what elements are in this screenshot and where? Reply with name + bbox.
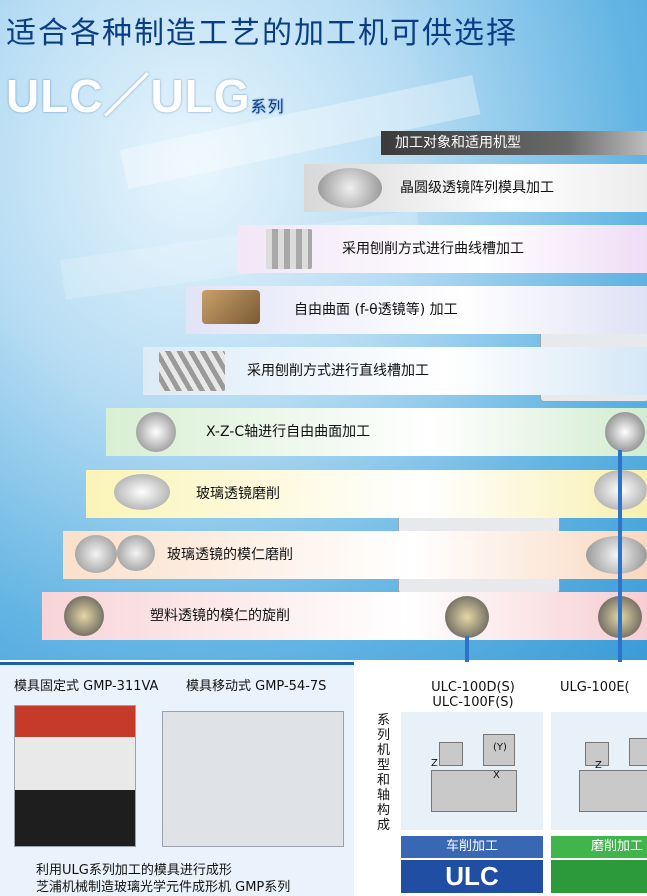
curved-groove-icon bbox=[266, 229, 312, 269]
process-label: 玻璃透镜磨削 bbox=[196, 486, 280, 502]
connector-line bbox=[618, 450, 622, 676]
model-ulc-100f: ULC-100F(S) bbox=[432, 695, 514, 710]
process-label: 晶圆级透镜阵列模具加工 bbox=[400, 180, 554, 196]
series-suffix: 系列 bbox=[250, 99, 285, 116]
ulc-series-tag: ULC bbox=[401, 860, 543, 893]
ulg-axis-diagram: Z bbox=[551, 712, 647, 830]
ulg-series-tag bbox=[551, 860, 647, 893]
gmp-section: 模具固定式 GMP-311VA 模具移动式 GMP-54-7S 利用ULG系列加… bbox=[0, 662, 354, 896]
machine-base bbox=[579, 770, 647, 812]
wafer-lens-icon bbox=[318, 168, 382, 208]
process-label: 自由曲面 (f-θ透镜等) 加工 bbox=[294, 302, 458, 318]
machine-base bbox=[431, 770, 517, 812]
lens-core-icon bbox=[75, 535, 117, 573]
process-row: 采用刨削方式进行直线槽加工 bbox=[143, 347, 647, 395]
grinding-tag: 磨削加工 bbox=[551, 836, 647, 858]
gmp-caption-1: 利用ULG系列加工的模具进行成形 bbox=[36, 863, 232, 878]
gmp-caption-2: 芝浦机械制造玻璃光学元件成形机 GMP系列 bbox=[36, 880, 291, 895]
process-row: 采用刨削方式进行曲线槽加工 bbox=[238, 225, 647, 273]
ulg-lens-icon bbox=[586, 536, 647, 574]
connector-line bbox=[465, 636, 469, 676]
axis-y-label: (Y) bbox=[493, 742, 507, 753]
gmp-moving-label: 模具移动式 GMP-54-7S bbox=[186, 679, 327, 694]
linear-groove-icon bbox=[159, 351, 225, 391]
process-row: 玻璃透镜磨削 bbox=[86, 470, 647, 518]
process-row: 玻璃透镜的模仁磨削 bbox=[63, 531, 647, 579]
process-label: 玻璃透镜的模仁磨削 bbox=[167, 547, 293, 563]
series-title: ULC／ULG系列 bbox=[6, 60, 285, 126]
process-label: 采用刨削方式进行曲线槽加工 bbox=[342, 241, 524, 257]
glass-lens-icon bbox=[114, 474, 170, 510]
gmp-311va-image bbox=[14, 705, 136, 847]
axis-z-label: Z bbox=[595, 760, 602, 771]
wheel-head bbox=[629, 738, 647, 766]
turning-tag: 车削加工 bbox=[401, 836, 543, 858]
process-label: X-Z-C轴进行自由曲面加工 bbox=[206, 424, 371, 440]
axis-x-label: X bbox=[493, 770, 500, 781]
ulg-lens-icon bbox=[605, 412, 645, 452]
ulc-axis-diagram: Z X (Y) bbox=[401, 712, 543, 830]
process-row: 晶圆级透镜阵列模具加工 bbox=[304, 164, 647, 212]
model-ulc-100d: ULC-100D(S) bbox=[431, 680, 515, 695]
series-name: ULC／ULG bbox=[6, 70, 251, 122]
freeform-part-icon bbox=[202, 290, 260, 324]
lens-core-icon bbox=[117, 535, 155, 571]
process-row: 塑料透镜的模仁的旋削 bbox=[42, 592, 647, 640]
process-label: 采用刨削方式进行直线槽加工 bbox=[247, 363, 429, 379]
xzc-part-icon bbox=[136, 412, 176, 452]
tool-post bbox=[483, 734, 515, 766]
gmp-fixed-label: 模具固定式 GMP-311VA bbox=[14, 679, 159, 694]
page-title: 适合各种制造工艺的加工机可供选择 bbox=[6, 16, 518, 51]
plastic-lens-core-icon bbox=[64, 596, 104, 636]
spindle bbox=[585, 742, 609, 766]
gmp-54-7s-image bbox=[162, 711, 344, 847]
process-row: X-Z-C轴进行自由曲面加工 bbox=[106, 408, 647, 456]
axis-z-label: Z bbox=[431, 758, 438, 769]
process-label: 塑料透镜的模仁的旋削 bbox=[150, 608, 290, 624]
process-row: 自由曲面 (f-θ透镜等) 加工 bbox=[186, 286, 647, 334]
axis-config-label: 系列机型和轴构成 bbox=[377, 713, 391, 833]
spindle bbox=[439, 742, 463, 766]
ulc-lens-icon bbox=[445, 596, 489, 638]
section-header: 加工对象和适用机型 bbox=[381, 131, 647, 155]
model-ulg-100e: ULG-100E( bbox=[560, 680, 630, 695]
